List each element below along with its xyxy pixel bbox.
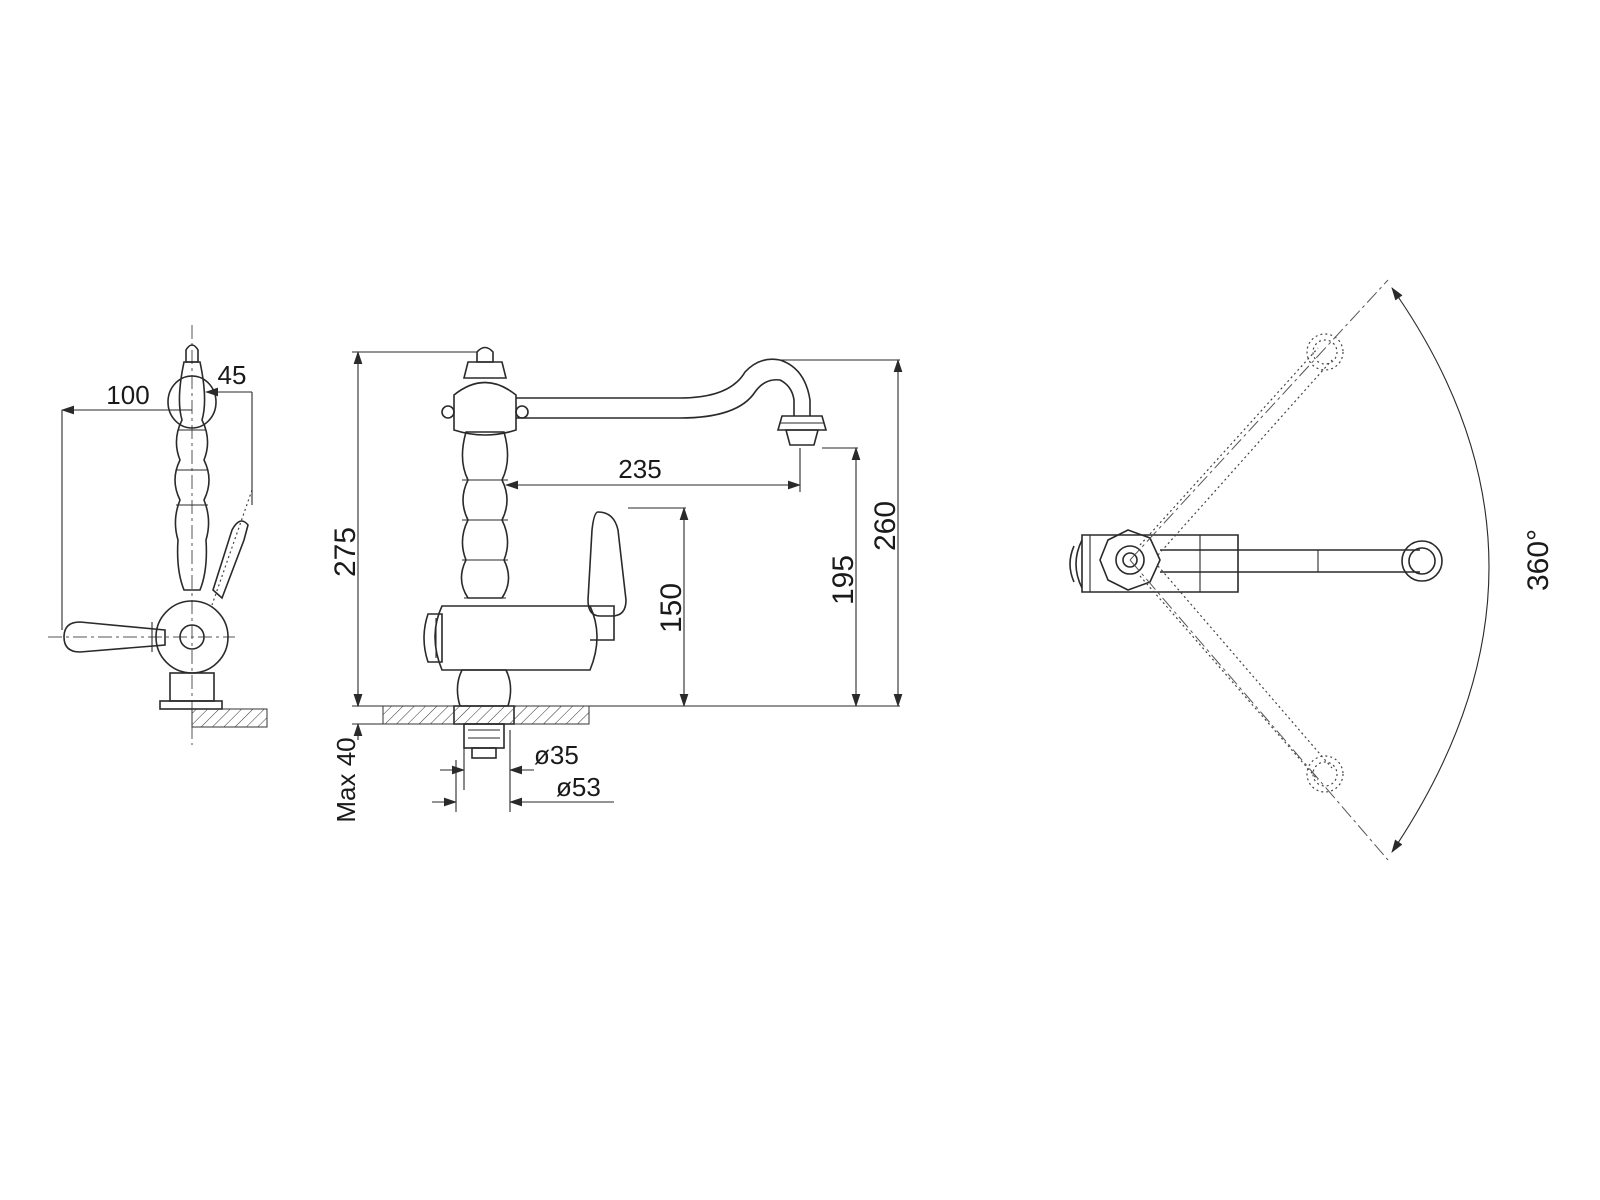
dim-spout-height: 260: [869, 501, 902, 551]
top-view: 360°: [1069, 279, 1555, 861]
dim-outlet-height: 195: [827, 555, 860, 605]
dim-base-diameter: ø53: [556, 772, 601, 802]
dim-spout-reach: 235: [618, 454, 661, 484]
dim-total-height: 275: [329, 527, 362, 577]
side-view: 100 45: [48, 325, 268, 745]
dim-hole-diameter: ø35: [534, 740, 579, 770]
dim-max-deck: Max 40: [331, 737, 361, 822]
dim-swivel-angle: 360°: [1522, 529, 1555, 591]
dim-side-offset: 45: [218, 360, 247, 390]
dim-side-reach: 100: [106, 380, 149, 410]
dim-lever-height: 150: [655, 583, 688, 633]
front-view: 275 260 195 150 235 Max 40 ø35 ø53: [329, 346, 903, 823]
